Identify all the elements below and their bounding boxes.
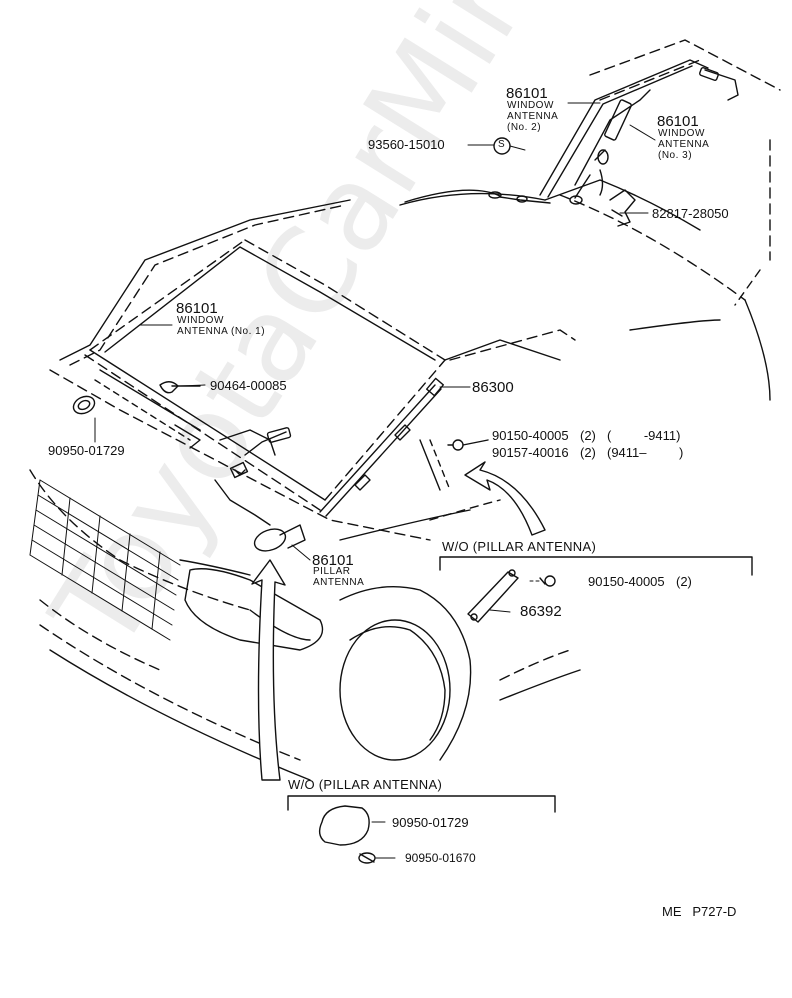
plug-large-icon <box>318 805 370 846</box>
label-wa3-desc-1: WINDOW <box>658 128 705 139</box>
label-pillar-desc-2: ANTENNA <box>313 577 365 588</box>
diagram-code: ME P727-D <box>662 904 737 919</box>
label-screw-a-qty: (2) <box>580 428 596 443</box>
label-grommet-part: 90950-01729 <box>48 443 125 458</box>
bracket-icon <box>609 189 636 227</box>
label-pillar-part: 86101 <box>312 552 354 569</box>
label-plug-small-part: 90950-01670 <box>405 851 476 865</box>
label-wa2-desc-3: (No. 2) <box>507 122 542 133</box>
label-cover-screw-part: 90150-40005 <box>588 574 665 589</box>
label-wa3-desc-2: ANTENNA <box>658 139 710 150</box>
window-antenna-1 <box>104 246 436 479</box>
label-wa2-desc-2: ANTENNA <box>507 111 559 122</box>
label-wa2-part: 86101 <box>506 85 548 102</box>
label-screw-a-part: 90150-40005 <box>492 428 569 443</box>
label-wa3-desc-3: (No. 3) <box>658 150 693 161</box>
label-screw-a-range: ( -9411) <box>607 428 681 443</box>
label-bracket-part: 82817-28050 <box>652 206 729 221</box>
variant-upper-title: W/O (PILLAR ANTENNA) <box>442 539 597 554</box>
vehicle-body-outline <box>29 39 781 781</box>
window-antenna-2 <box>488 59 739 204</box>
variant-lower-title: W/O (PILLAR ANTENNA) <box>288 777 443 792</box>
label-pillar-desc-1: PILLAR <box>313 566 351 577</box>
variant-upper-bracket <box>439 556 753 576</box>
label-cover-part: 86392 <box>520 603 562 620</box>
window-antenna-3 <box>569 89 651 205</box>
cover-86392 <box>467 569 519 623</box>
cover-screw-icon <box>539 575 556 587</box>
leader-lines <box>94 102 656 859</box>
label-wa1-desc-2: ANTENNA (No. 1) <box>177 326 266 337</box>
label-pillar-post-part: 86300 <box>472 379 514 396</box>
label-screw-b-range: (9411– ) <box>607 445 684 460</box>
label-cover-screw-qty: (2) <box>676 574 692 589</box>
label-clip-part: 93560-15010 <box>368 137 445 152</box>
label-clamp-part: 90464-00085 <box>210 378 287 393</box>
label-screw-b-part: 90157-40016 <box>492 445 569 460</box>
variant-lower-bracket <box>287 795 556 813</box>
label-wa1-desc-1: WINDOW <box>177 315 224 326</box>
pillar-antenna-mast <box>214 377 445 552</box>
grommet-icon <box>72 395 96 415</box>
label-clip-symbol: S <box>498 139 505 150</box>
label-plug-large-part: 90950-01729 <box>392 815 469 830</box>
label-screw-b-qty: (2) <box>580 445 596 460</box>
label-wa2-desc-1: WINDOW <box>507 100 554 111</box>
label-wa1-part: 86101 <box>176 300 218 317</box>
plug-small-icon <box>358 852 376 864</box>
direction-arrows <box>251 461 546 781</box>
screw-icon <box>447 439 489 451</box>
label-wa3-part: 86101 <box>657 113 699 130</box>
clamp-icon <box>159 381 201 394</box>
